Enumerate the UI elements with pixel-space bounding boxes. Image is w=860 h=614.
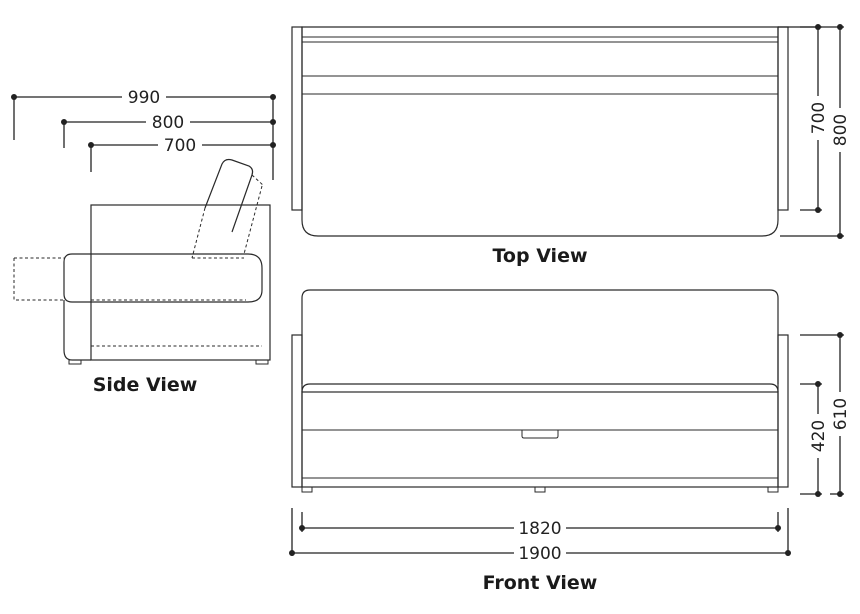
top-view-title: Top View [492,245,587,267]
dimension-front-420: 420 [800,381,829,497]
dimension-label-front-1820: 1820 [518,519,561,539]
side-view-title: Side View [93,374,198,396]
dimension-front-1900: 1900 [289,508,791,564]
side-view: 990 800 700 [11,86,276,396]
dimension-label-side-700: 700 [164,136,196,156]
dimension-label-top-800: 800 [831,114,851,146]
dimension-label-front-1900: 1900 [518,544,561,564]
dimension-label-front-420: 420 [809,420,829,452]
top-view: 700 800 Top View [291,24,851,267]
dimension-top-800: 800 [780,24,851,239]
dimension-label-top-700: 700 [809,102,829,134]
dimension-side-800: 800 [61,111,276,148]
dimension-label-side-800: 800 [152,113,184,133]
dimension-front-610: 610 [800,332,851,497]
dimension-front-1820: 1820 [299,512,781,539]
front-view-title: Front View [483,572,598,594]
front-view-sofa-outline [291,289,789,493]
dimension-side-700: 700 [88,134,276,172]
dimension-top-700: 700 [778,24,829,213]
top-view-sofa-outline [291,26,789,237]
front-view: 420 610 1820 1900 [289,289,851,594]
side-view-sofa-outline [13,158,271,365]
dimension-label-front-610: 610 [831,398,851,430]
dimension-label-side-990: 990 [128,88,160,108]
dimension-side-990: 990 [11,86,276,180]
